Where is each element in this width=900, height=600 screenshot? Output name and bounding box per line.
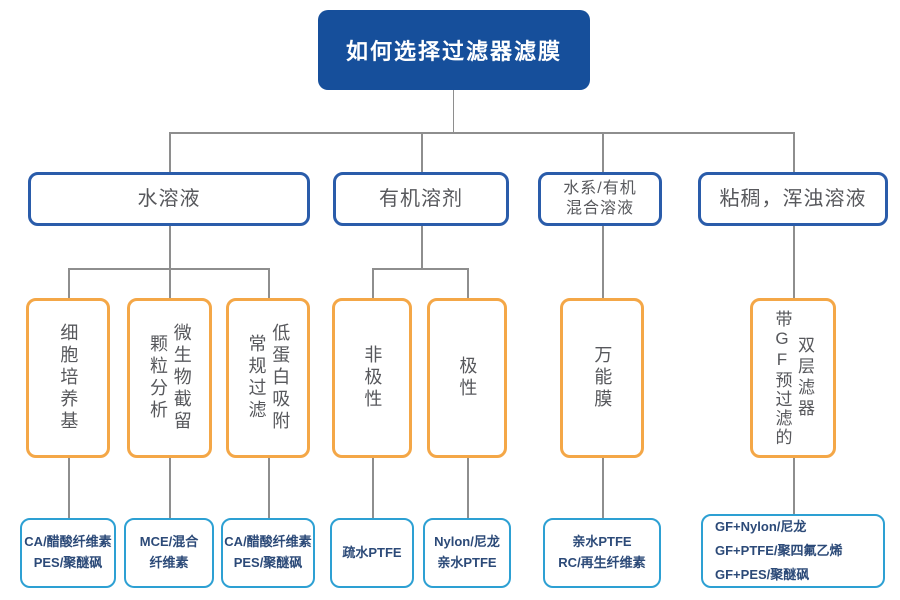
- node-double-layer-gf-prefilter: 带GF预过滤的 双层滤器: [750, 298, 836, 458]
- connector-line: [169, 268, 171, 298]
- root-title-label: 如何选择过滤器滤膜: [345, 39, 562, 64]
- membrane-line: 疏水PTFE: [342, 544, 402, 560]
- node-cell-culture-media: 细胞培养基: [26, 298, 110, 458]
- membrane-line: Nylon/尼龙: [434, 534, 500, 550]
- membrane-line: PES/聚醚砜: [33, 555, 103, 570]
- node-low-protein-binding-regular-filtration: 常规过滤 低蛋白吸附: [226, 298, 310, 458]
- node-label-left: 带GF预过滤的: [772, 309, 792, 447]
- node-microbe-retention-particle-analysis: 颗粒分析 微生物截留: [127, 298, 212, 458]
- node-organic-solvent: 有机溶剂: [333, 172, 509, 226]
- node-nonpolar: 非极性: [332, 298, 412, 458]
- node-label: 水溶液: [137, 187, 201, 210]
- node-membrane-gf-combinations: GF+Nylon/尼龙 GF+PTFE/聚四氟乙烯 GF+PES/聚醚砜: [701, 514, 885, 588]
- connector-line: [68, 458, 70, 518]
- membrane-line: 纤维素: [149, 555, 189, 570]
- node-label: 万能膜: [592, 345, 613, 411]
- node-membrane-hydrophobic-ptfe: 疏水PTFE: [330, 518, 414, 588]
- membrane-line: GF+PES/聚醚砜: [715, 567, 810, 583]
- root-node-title: 如何选择过滤器滤膜: [318, 10, 590, 90]
- node-label: 有机溶剂: [379, 187, 463, 210]
- membrane-line: CA/醋酸纤维素: [224, 534, 312, 550]
- connector-line: [169, 458, 171, 518]
- connector-line: [467, 458, 469, 518]
- membrane-line: 亲水PTFE: [437, 555, 497, 570]
- node-label: 细胞培养基: [58, 323, 79, 433]
- node-label-line2: 混合溶液: [565, 200, 634, 217]
- connector-line: [793, 458, 795, 514]
- node-membrane-ca-pes: CA/醋酸纤维素 PES/聚醚砜: [20, 518, 116, 588]
- node-polar: 极性: [427, 298, 507, 458]
- node-label-left: 颗粒分析: [148, 334, 168, 422]
- node-aqueous-organic-mixture: 水系/有机 混合溶液: [538, 172, 662, 226]
- node-viscous-turbid-solution: 粘稠，浑浊溶液: [698, 172, 888, 226]
- connector-line: [467, 268, 469, 298]
- node-universal-membrane: 万能膜: [560, 298, 644, 458]
- node-label-right: 微生物截留: [171, 323, 192, 433]
- node-label-right: 双层滤器: [795, 336, 815, 420]
- connector-line: [793, 226, 795, 298]
- connector-line: [421, 132, 423, 172]
- membrane-line: GF+PTFE/聚四氟乙烯: [715, 542, 843, 558]
- node-label-left: 常规过滤: [246, 334, 267, 422]
- connector-line: [268, 268, 270, 298]
- node-label-right: 低蛋白吸附: [270, 323, 291, 433]
- node-label: 粘稠，浑浊溶液: [719, 187, 867, 210]
- membrane-line: PES/聚醚砜: [233, 555, 303, 570]
- membrane-line: MCE/混合: [139, 534, 199, 550]
- node-membrane-mce: MCE/混合 纤维素: [124, 518, 214, 588]
- membrane-line: CA/醋酸纤维素: [24, 534, 112, 550]
- connector-line: [602, 132, 604, 172]
- membrane-line: GF+Nylon/尼龙: [715, 518, 807, 534]
- membrane-line: RC/再生纤维素: [558, 555, 646, 570]
- connector-line: [372, 268, 374, 298]
- connector-line: [169, 132, 171, 172]
- connector-line: [169, 132, 793, 134]
- node-membrane-nylon-ptfe: Nylon/尼龙 亲水PTFE: [423, 518, 511, 588]
- node-membrane-ca-pes: CA/醋酸纤维素 PES/聚醚砜: [221, 518, 315, 588]
- connector-line: [268, 458, 270, 518]
- connector-line: [452, 90, 454, 132]
- node-label: 极性: [457, 356, 478, 400]
- connector-line: [372, 458, 374, 518]
- connector-line: [169, 226, 171, 268]
- connector-line: [793, 132, 795, 172]
- connector-line: [602, 458, 604, 518]
- connector-line: [421, 226, 423, 268]
- node-membrane-hydrophilic-ptfe-rc: 亲水PTFE RC/再生纤维素: [543, 518, 661, 588]
- node-label: 非极性: [362, 345, 383, 411]
- connector-line: [372, 268, 467, 270]
- connector-line: [68, 268, 70, 298]
- connector-line: [602, 226, 604, 298]
- node-aqueous-solution: 水溶液: [28, 172, 310, 226]
- connector-line: [68, 268, 268, 270]
- membrane-line: 亲水PTFE: [572, 534, 632, 550]
- node-label-line1: 水系/有机: [563, 180, 637, 197]
